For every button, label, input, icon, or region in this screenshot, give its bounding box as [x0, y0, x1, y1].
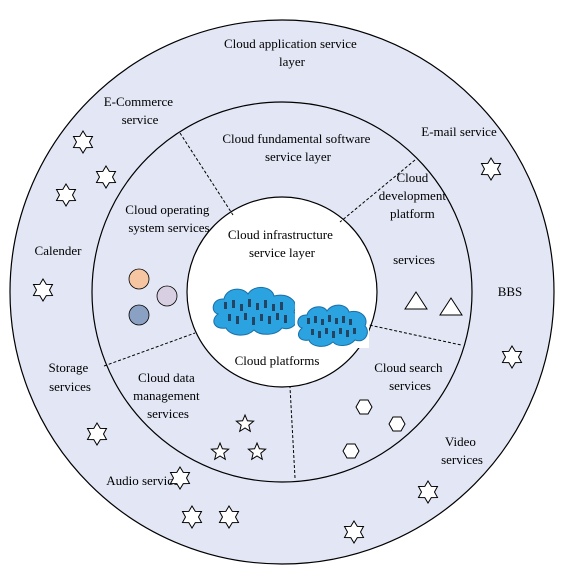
star-icon — [86, 422, 108, 446]
hexagon-icon — [342, 443, 360, 459]
service-email: E-mail service — [421, 124, 497, 139]
service-calender: Calender — [35, 243, 83, 258]
infrastructure-layer-title: Cloud infrastructure service layer — [228, 227, 336, 260]
star-icon — [95, 165, 117, 189]
segment-development-platform: Cloud development platform services — [379, 170, 449, 267]
divider-upper-left — [179, 132, 234, 216]
star-icon — [210, 441, 230, 461]
cloud-icon — [210, 284, 302, 336]
triangle-icon — [404, 291, 428, 310]
blue-circle-icon — [128, 304, 150, 326]
divider-lower-bottom — [289, 386, 296, 479]
service-video: Video services — [441, 434, 483, 467]
service-bbs: BBS — [498, 284, 523, 299]
cloud-platforms-label: Cloud platforms — [235, 353, 320, 368]
star-icon — [181, 505, 203, 529]
fundamental-layer-title: Cloud fundamental software service layer — [222, 131, 373, 164]
hexagon-icon — [355, 399, 373, 415]
star-icon — [72, 130, 94, 154]
triangle-icon — [439, 297, 463, 316]
star-icon — [218, 505, 240, 529]
hexagon-icon — [388, 416, 406, 432]
service-e-commerce: E-Commerce service — [104, 94, 177, 127]
application-layer-title: Cloud application service layer — [224, 36, 360, 69]
star-icon — [55, 183, 77, 207]
star-icon — [501, 345, 523, 369]
star-icon — [247, 441, 267, 461]
star-icon — [480, 157, 502, 181]
star-icon — [343, 520, 365, 544]
star-icon — [32, 278, 54, 302]
service-audio: Audio services — [106, 473, 184, 488]
orange-circle-icon — [128, 268, 150, 290]
star-icon — [169, 466, 191, 490]
divider-lower-left — [103, 332, 196, 367]
purple-circle-icon — [156, 285, 178, 307]
segment-search: Cloud search services — [374, 360, 445, 393]
divider-lower-right — [359, 322, 462, 346]
segment-operating-system: Cloud operating system services — [125, 202, 212, 235]
star-icon — [235, 413, 255, 433]
cloud-icon-small — [295, 302, 369, 348]
service-storage: Storage services — [49, 360, 92, 394]
star-icon — [417, 480, 439, 504]
segment-dividers — [103, 132, 462, 479]
divider-upper-right — [339, 159, 416, 223]
stars-layer — [32, 130, 523, 544]
segment-data-management: Cloud data management services — [133, 370, 203, 421]
